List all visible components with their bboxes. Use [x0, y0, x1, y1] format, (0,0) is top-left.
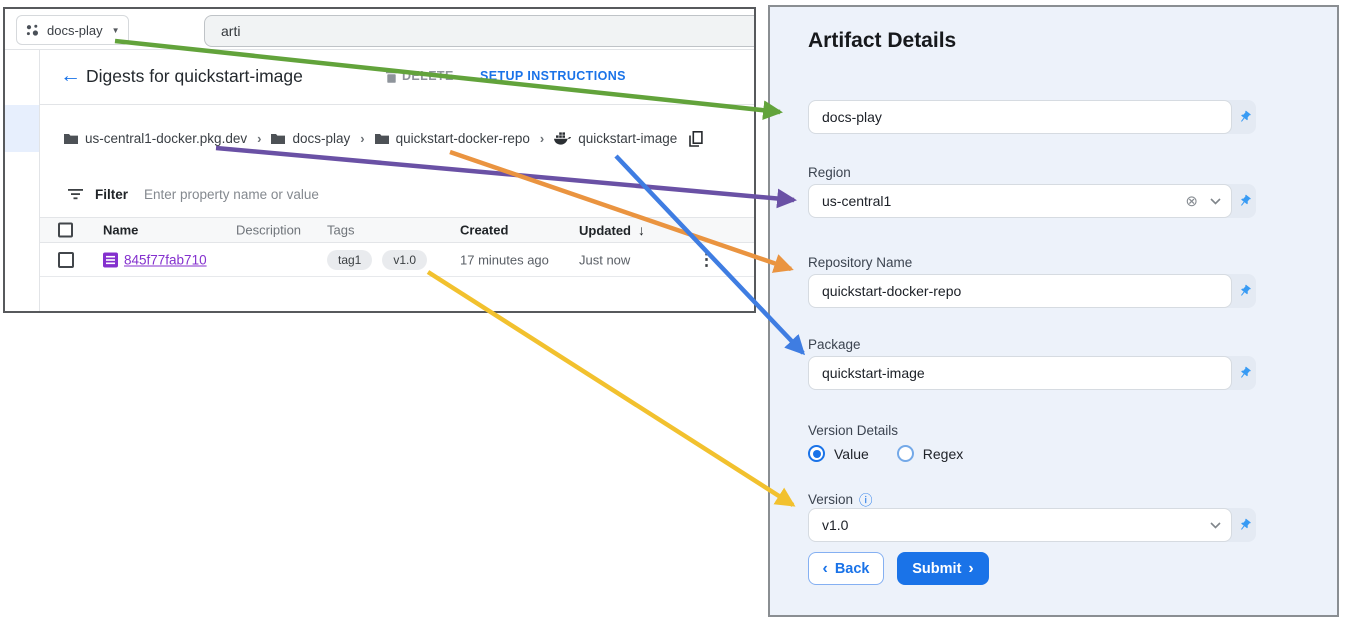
breadcrumb-item-project[interactable]: docs-play — [271, 131, 350, 146]
left-nav-strip — [5, 50, 40, 311]
region-field-row: us-central1 ⊗ — [808, 184, 1256, 218]
pushpin-icon — [1240, 366, 1251, 378]
repository-label: Repository Name — [808, 255, 913, 270]
pushpin-icon — [1240, 518, 1251, 530]
breadcrumb-item-registry[interactable]: us-central1-docker.pkg.dev — [64, 131, 247, 146]
clear-icon[interactable]: ⊗ — [1185, 192, 1198, 210]
pin-button[interactable] — [1232, 508, 1256, 542]
version-label: Version ⓘ — [808, 489, 873, 509]
region-select[interactable]: us-central1 ⊗ — [808, 184, 1232, 218]
breadcrumb: us-central1-docker.pkg.dev › docs-play ›… — [40, 104, 754, 172]
breadcrumb-separator-icon: › — [539, 131, 545, 146]
dropdown-arrow-icon: ▼ — [111, 25, 120, 35]
panel-title: Artifact Details — [808, 29, 957, 52]
select-all-checkbox[interactable] — [58, 222, 73, 238]
row-overflow-menu[interactable]: ⋮ — [698, 249, 715, 269]
folder-icon — [374, 134, 389, 144]
delete-label: DELETE — [402, 69, 454, 83]
version-select[interactable]: v1.0 — [808, 508, 1232, 542]
filter-bar[interactable]: Filter Enter property name or value — [40, 172, 754, 217]
digest-link[interactable]: 845f77fab710 — [124, 252, 207, 267]
column-header-updated[interactable]: Updated↓ — [579, 222, 645, 238]
radio-selected-icon — [808, 445, 825, 462]
column-header-description[interactable]: Description — [236, 222, 302, 238]
pin-button[interactable] — [1232, 274, 1256, 308]
docker-whale-icon — [554, 131, 572, 145]
page-header: ← Digests for quickstart-image DELETE SE… — [40, 50, 754, 104]
folder-icon — [271, 134, 286, 144]
project-name: docs-play — [47, 22, 103, 38]
folder-icon — [64, 134, 78, 144]
info-icon[interactable]: ⓘ — [859, 493, 873, 508]
page-title: Digests for quickstart-image — [86, 66, 303, 86]
project-field[interactable]: docs-play — [808, 100, 1232, 134]
project-switcher[interactable]: docs-play ▼ — [16, 15, 129, 45]
copy-icon — [689, 130, 703, 147]
tag-badge: v1.0 — [382, 249, 428, 270]
version-details-radios: Value Regex — [808, 445, 963, 462]
column-header-tags[interactable]: Tags — [327, 222, 355, 238]
nav-selected-item[interactable] — [5, 105, 39, 152]
search-value: arti — [221, 23, 241, 39]
container-version-icon — [103, 252, 118, 267]
pin-button[interactable] — [1232, 184, 1256, 218]
version-field-row: v1.0 — [808, 508, 1256, 542]
console-window: docs-play ▼ arti ← Digests for quickstar… — [3, 7, 756, 313]
project-field-row: docs-play — [808, 100, 1256, 134]
sort-desc-icon: ↓ — [638, 222, 645, 238]
back-arrow-button[interactable]: ← — [60, 64, 81, 87]
chevron-right-icon: › — [968, 559, 974, 577]
version-details-label: Version Details — [808, 423, 899, 438]
search-input[interactable]: arti — [204, 15, 754, 47]
breadcrumb-item-package[interactable]: quickstart-image — [554, 131, 677, 146]
breadcrumb-item-repository[interactable]: quickstart-docker-repo — [374, 131, 530, 146]
radio-unselected-icon — [896, 445, 914, 462]
radio-value[interactable]: Value — [808, 445, 869, 462]
trash-icon — [386, 69, 397, 83]
radio-regex[interactable]: Regex — [896, 445, 963, 462]
submit-button[interactable]: Submit › — [897, 552, 989, 585]
delete-button[interactable]: DELETE — [386, 69, 454, 83]
chevron-down-icon[interactable] — [1210, 197, 1221, 205]
console-topbar: docs-play ▼ arti — [5, 9, 754, 50]
pushpin-icon — [1240, 284, 1251, 296]
filter-placeholder: Enter property name or value — [144, 187, 319, 202]
artifact-details-panel: Artifact Details docs-play Region us-cen… — [768, 5, 1339, 617]
package-field[interactable]: quickstart-image — [808, 356, 1232, 390]
table-header: Name Description Tags Created Updated↓ — [40, 217, 754, 243]
console-content: ← Digests for quickstart-image DELETE SE… — [40, 50, 754, 311]
tag-badge: tag1 — [327, 249, 373, 270]
breadcrumb-separator-icon: › — [360, 131, 365, 146]
updated-cell: Just now — [579, 252, 631, 267]
back-button[interactable]: ‹ Back — [808, 552, 884, 585]
breadcrumb-separator-icon: › — [257, 131, 262, 146]
column-header-name[interactable]: Name — [103, 222, 139, 238]
project-switcher-icon — [26, 24, 38, 36]
region-label: Region — [808, 165, 851, 180]
package-label: Package — [808, 337, 861, 352]
filter-label: Filter — [95, 187, 129, 202]
chevron-down-icon[interactable] — [1210, 521, 1221, 529]
column-header-created[interactable]: Created — [460, 222, 509, 238]
pushpin-icon — [1240, 194, 1251, 206]
copy-button[interactable] — [689, 130, 703, 147]
pushpin-icon — [1240, 110, 1251, 122]
package-field-row: quickstart-image — [808, 356, 1256, 390]
repository-field-row: quickstart-docker-repo — [808, 274, 1256, 308]
pin-button[interactable] — [1232, 356, 1256, 390]
table-row: 845f77fab710 tag1 v1.0 17 minutes ago Ju… — [40, 243, 754, 277]
pin-button[interactable] — [1232, 100, 1256, 134]
row-checkbox[interactable] — [58, 251, 74, 268]
setup-instructions-button[interactable]: SETUP INSTRUCTIONS — [480, 69, 626, 83]
chevron-left-icon: ‹ — [822, 559, 828, 577]
filter-icon — [68, 189, 83, 200]
created-cell: 17 minutes ago — [460, 252, 549, 267]
repository-field[interactable]: quickstart-docker-repo — [808, 274, 1232, 308]
